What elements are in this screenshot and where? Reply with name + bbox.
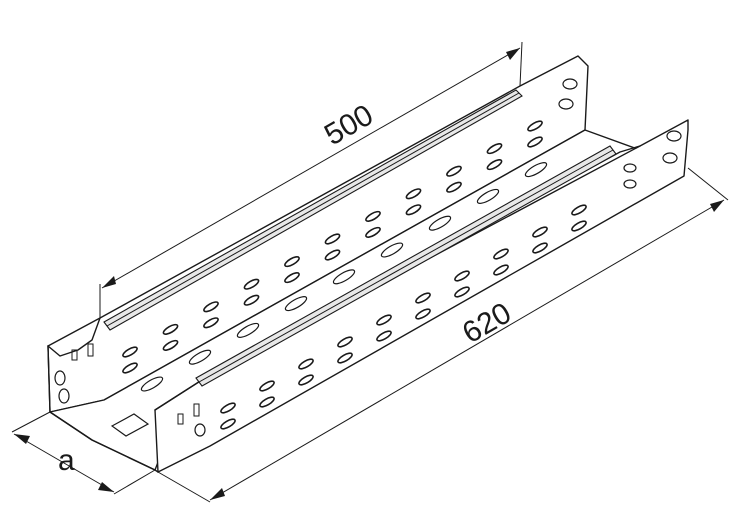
slot (203, 301, 219, 313)
slot (259, 396, 275, 408)
slot (493, 264, 509, 276)
slot (454, 270, 470, 282)
slot (365, 210, 381, 222)
back-rail-rod (103, 89, 523, 331)
slot (527, 136, 543, 148)
slot (405, 204, 422, 216)
slot (284, 272, 300, 284)
slot (428, 215, 452, 231)
floor-slots (140, 162, 548, 392)
dimension-500-label: 500 (319, 98, 379, 152)
slot (337, 352, 353, 364)
slot (220, 418, 236, 430)
slot (140, 376, 164, 392)
slot (220, 402, 236, 414)
slot (446, 181, 462, 193)
dimension-a-label: a (58, 444, 75, 477)
slot (524, 162, 548, 178)
front-rail-rod (195, 145, 617, 387)
slot (446, 165, 462, 177)
slot (284, 256, 300, 268)
slot (486, 143, 503, 155)
slot (298, 358, 314, 370)
slot (298, 374, 314, 386)
slot (337, 336, 353, 348)
floor-cutout (110, 413, 150, 437)
slot (454, 286, 470, 298)
slot (571, 204, 587, 216)
slot (476, 188, 500, 204)
front-wall-slots (220, 204, 587, 430)
slot (376, 314, 392, 326)
slot (532, 226, 548, 238)
slot (203, 317, 219, 329)
slot (332, 269, 356, 285)
slot (571, 220, 587, 232)
slot (493, 248, 509, 260)
slot (365, 226, 381, 238)
slot (122, 362, 138, 374)
slot (380, 242, 404, 258)
slot (532, 242, 548, 254)
slot (324, 249, 341, 261)
slot (486, 159, 503, 171)
slot (243, 294, 260, 306)
back-wall-slots (122, 120, 543, 374)
slot (188, 349, 212, 365)
slot (259, 380, 275, 392)
connector-clips (71, 343, 200, 425)
slot (324, 233, 341, 245)
slot (162, 323, 179, 335)
dimension-a: a (11, 411, 156, 495)
slot (284, 296, 308, 312)
slot (243, 278, 260, 290)
slot (405, 188, 422, 200)
cable-tray (47, 55, 689, 473)
slot (527, 120, 543, 132)
slot (236, 322, 260, 338)
slot (415, 292, 431, 304)
dimension-620-label: 620 (457, 296, 517, 350)
end-holes (54, 78, 682, 437)
slot (376, 330, 392, 342)
slot (122, 346, 138, 358)
slot (415, 308, 431, 320)
slot (162, 339, 179, 351)
